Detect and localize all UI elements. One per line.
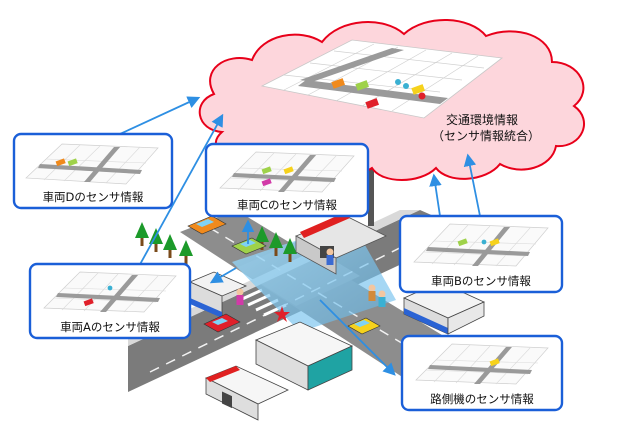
city-scene xyxy=(128,168,485,421)
arrow-scene-to-cloud xyxy=(137,113,224,269)
building-center xyxy=(255,321,353,391)
arrow-d-to-cloud xyxy=(119,96,201,135)
data-flow-arrows xyxy=(119,96,481,376)
panel-vehicle-a: 車両Aのセンサ情報 xyxy=(28,262,192,340)
car-yellow xyxy=(347,317,381,335)
building-bottom xyxy=(205,365,289,421)
building-right-shop xyxy=(403,281,485,335)
traffic-environment-cloud: 交通環境情報 （センサ情報統合） xyxy=(198,19,585,181)
arrow-scene-to-roadside xyxy=(319,299,396,376)
panel-label: 路側機のセンサ情報 xyxy=(430,392,534,406)
pedestrian-icon xyxy=(326,248,334,265)
pedestrian-icon xyxy=(378,290,386,307)
pedestrian-icon xyxy=(368,284,376,301)
car-red xyxy=(203,313,241,333)
star-icon xyxy=(274,306,290,322)
cloud-subtitle: （センサ情報統合） xyxy=(432,128,540,143)
cloud-title: 交通環境情報 xyxy=(446,112,518,127)
panel-label: 車両Cのセンサ情報 xyxy=(237,198,338,212)
arrow-b-to-cloud xyxy=(429,173,442,217)
panel-vehicle-b: 車両Bのセンサ情報 xyxy=(398,214,564,294)
roadside-pole xyxy=(368,168,374,226)
pedestrian-icon xyxy=(236,288,244,305)
panel-label: 車両Dのセンサ情報 xyxy=(43,190,144,204)
panel-roadside: 路側機のセンサ情報 xyxy=(400,334,564,412)
panel-label: 車両Bのセンサ情報 xyxy=(431,274,531,288)
car-orange xyxy=(187,215,227,235)
panel-vehicle-d: 車両Dのセンサ情報 xyxy=(12,132,174,210)
panel-label: 車両Aのセンサ情報 xyxy=(60,320,160,334)
integrated-map xyxy=(260,39,504,119)
arrow-scene-to-a xyxy=(209,267,237,284)
panel-vehicle-c: 車両Cのセンサ情報 xyxy=(204,142,370,218)
arrow-roadside-to-cloud xyxy=(463,153,481,217)
